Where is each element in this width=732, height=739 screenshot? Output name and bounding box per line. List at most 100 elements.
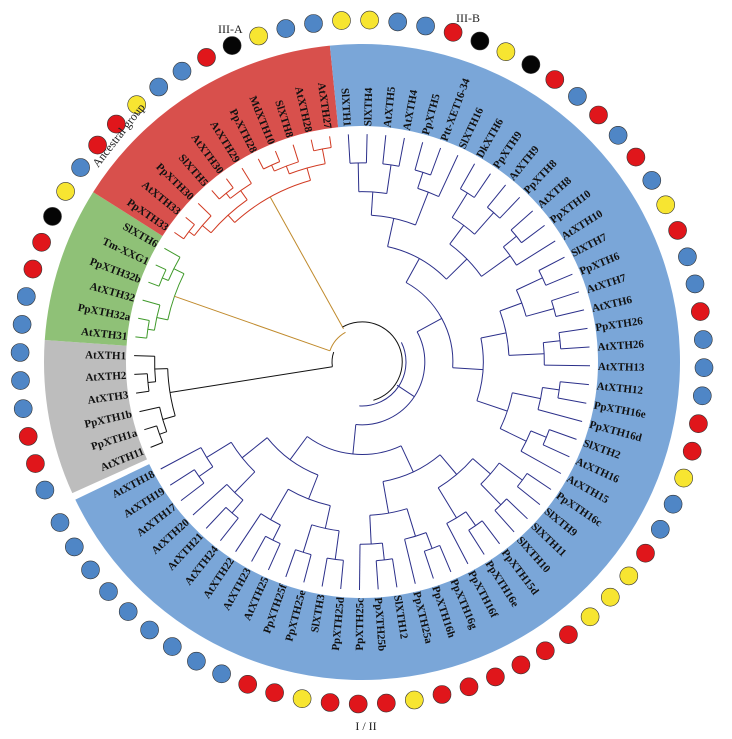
branch (503, 235, 517, 248)
branch (202, 225, 212, 234)
species-dot-red (626, 147, 646, 167)
branch (459, 163, 476, 190)
species-dot-blue (35, 480, 55, 500)
branch (537, 409, 583, 422)
branch (499, 302, 522, 312)
branch (549, 429, 577, 440)
branch (439, 545, 452, 573)
group-label-i-ii: I / II (355, 719, 376, 733)
branch (235, 513, 262, 552)
branch (180, 482, 205, 501)
branch (545, 273, 573, 286)
branch (148, 281, 160, 287)
branch (543, 340, 561, 344)
species-dot-red (443, 22, 463, 42)
species-dot-yellow (580, 607, 600, 627)
branch (155, 264, 167, 271)
branch (308, 474, 319, 500)
branch (225, 192, 231, 199)
branch (476, 400, 508, 412)
group-stem (396, 384, 415, 398)
branch-arc (289, 163, 326, 175)
branch (512, 392, 541, 400)
branch-arc (424, 544, 440, 552)
branch (452, 367, 484, 371)
branch (473, 173, 491, 198)
species-dot-red (459, 677, 479, 697)
species-dot-blue (172, 61, 192, 81)
species-dot-blue (50, 513, 70, 532)
branch (551, 291, 580, 302)
species-dot-red (668, 221, 687, 240)
species-dot-red (636, 543, 655, 563)
leaf-label: PpXTH25b (372, 597, 388, 652)
leaf-label: SlXTH1 (339, 88, 353, 127)
branch (499, 196, 521, 219)
branch (321, 148, 326, 164)
branch (516, 277, 543, 291)
branch (231, 499, 244, 514)
branch (321, 558, 328, 587)
branch (382, 135, 387, 164)
branch (480, 332, 507, 339)
branch-arc (480, 462, 500, 485)
species-dot-yellow (292, 689, 312, 709)
branch (359, 544, 361, 591)
branch (241, 437, 268, 459)
leaf-label: AtXTH12 (596, 380, 644, 397)
species-dot-yellow (404, 690, 424, 710)
branch (205, 507, 227, 529)
branch (302, 524, 313, 553)
branch (498, 462, 523, 481)
branch-arc (313, 147, 332, 152)
species-dot-blue (81, 560, 100, 580)
species-dot-red (23, 259, 43, 279)
species-dot-blue (163, 637, 182, 656)
branch (225, 178, 234, 189)
clade-sectors (43, 43, 681, 680)
branch (173, 268, 185, 275)
leaf-label: AtXTH5 (382, 86, 398, 128)
branch-arc (229, 182, 252, 199)
species-dot-blue (118, 602, 138, 621)
species-dot-blue (642, 171, 662, 190)
branch (241, 167, 252, 184)
root-arc (331, 351, 335, 367)
branch (526, 472, 552, 490)
branch (272, 524, 281, 541)
branch-arc (274, 161, 299, 172)
species-dot-yellow (249, 26, 268, 46)
species-dot-yellow (360, 10, 379, 30)
leaf-label: AtXTH26 (597, 338, 645, 353)
species-dot-red (486, 667, 505, 687)
branch (538, 256, 565, 271)
leaf-label: PpXTH25c (354, 598, 367, 651)
branch (472, 458, 491, 475)
branch-arc (520, 430, 532, 452)
species-dot-blue (140, 620, 159, 640)
branch (352, 424, 357, 455)
species-dot-blue (12, 315, 32, 334)
species-dot-blue (693, 330, 713, 349)
branch (437, 487, 457, 519)
branch (159, 431, 167, 435)
branch-arc (451, 217, 475, 235)
species-dot-yellow (332, 11, 351, 30)
species-dot-yellow (127, 95, 146, 114)
branch (240, 190, 248, 201)
branch (136, 390, 150, 394)
branch (285, 549, 296, 578)
branch-arc (183, 224, 195, 240)
branch-arc (414, 169, 431, 176)
species-dot-blue (388, 12, 408, 32)
branch (414, 142, 424, 171)
branch (292, 144, 299, 162)
branch (188, 231, 195, 236)
branch (530, 430, 547, 438)
leaf-label: AtXTH13 (598, 361, 645, 374)
species-dot-blue (416, 16, 435, 36)
branch (425, 532, 433, 549)
species-dot-black (43, 207, 62, 226)
branch (400, 445, 414, 473)
branch (134, 373, 148, 375)
